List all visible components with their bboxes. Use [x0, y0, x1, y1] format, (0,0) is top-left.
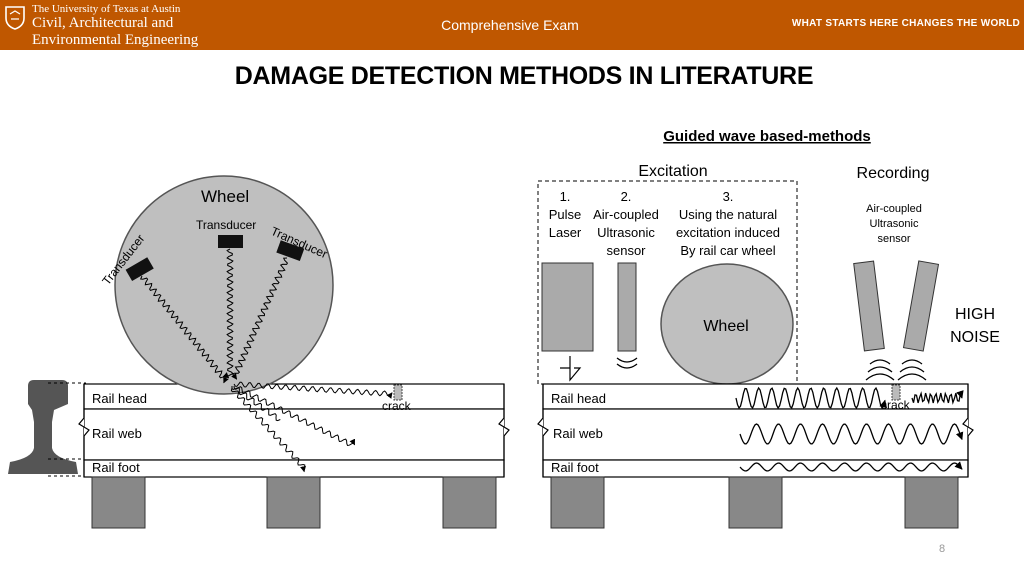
rail-web-label-right: Rail web: [553, 426, 603, 441]
method2-line2: Ultrasonic: [597, 225, 655, 240]
sensor-wave-icon: [616, 357, 638, 369]
wave-path-reflect-b: [230, 387, 306, 473]
recording-sensor-line1: Air-coupled: [866, 203, 922, 215]
slogan: WHAT STARTS HERE CHANGES THE WORLD: [791, 18, 1020, 29]
method3-line3: By rail car wheel: [680, 243, 775, 258]
method3-line1: Using the natural: [679, 207, 777, 222]
sleeper: [442, 476, 497, 529]
rail-head-band: [83, 383, 505, 410]
crack-label-right: crack: [881, 398, 911, 412]
recording-wave-icon: [865, 359, 927, 381]
wave-path-reflect-a: [233, 385, 356, 447]
transducer-center: [218, 235, 243, 248]
rail-head-label-right: Rail head: [551, 391, 606, 406]
university-name: The University of Texas at Austin: [32, 3, 181, 15]
recording-title: Recording: [857, 165, 930, 182]
method2-line1: Air-coupled: [593, 207, 659, 222]
sleeper: [904, 476, 959, 529]
crack-marker: [393, 384, 403, 401]
method1-line1: Pulse: [549, 207, 582, 222]
transducer-center-label: Transducer: [196, 218, 256, 232]
wave-path-center: [222, 248, 234, 379]
sleeper: [728, 476, 783, 529]
crack-label: crack: [382, 399, 412, 413]
recording-sensor-left: [853, 260, 885, 352]
transducer-right: [276, 240, 305, 262]
sleeper: [266, 476, 321, 529]
method2-number: 2.: [621, 189, 632, 204]
method3-number: 3.: [723, 189, 734, 204]
guided-wave-section-title: Guided wave based-methods: [663, 128, 871, 145]
high-noise-line2: NOISE: [950, 329, 1000, 346]
slide-title: DAMAGE DETECTION METHODS IN LITERATURE: [234, 62, 814, 90]
rail-foot-label: Rail foot: [92, 460, 140, 475]
rail-head-label: Rail head: [92, 391, 147, 406]
header-bar: The University of Texas at Austin Civil,…: [0, 0, 1024, 50]
high-noise-line1: HIGH: [955, 306, 995, 323]
department-name-line2: Environmental Engineering: [32, 32, 199, 48]
left-diagram: Rail head Rail web Rail foot crack Wheel…: [8, 175, 510, 529]
method1-number: 1.: [560, 189, 571, 204]
wave-path-right: [231, 257, 289, 380]
recording-sensor-line2: Ultrasonic: [870, 218, 919, 230]
ut-seal-icon: [5, 6, 25, 30]
rail-web-label: Rail web: [92, 426, 142, 441]
recording-sensor-right: [902, 260, 940, 352]
rail-foot-band: [83, 459, 505, 478]
wheel: [114, 175, 334, 395]
department-name-line1: Civil, Architectural and: [32, 15, 174, 31]
sleeper: [91, 476, 146, 529]
rail-head-noise-wave: [911, 390, 964, 405]
rail-profile-icon: [8, 380, 78, 474]
wave-path-left: [139, 275, 229, 384]
header-center-title: Comprehensive Exam: [441, 17, 579, 33]
wave-path-to-crack: [233, 381, 393, 399]
wheel-right-label: Wheel: [703, 318, 748, 335]
rail-web-wave: [739, 423, 964, 445]
rail-web-band: [83, 408, 505, 461]
page-number: 8: [938, 543, 946, 555]
recording-sensor-line3: sensor: [877, 233, 910, 245]
transducer-left: [125, 257, 154, 282]
method1-line2: Laser: [549, 225, 582, 240]
method2-line3: sensor: [606, 243, 646, 258]
right-diagram: Guided wave based-methods Excitation Rec…: [537, 128, 1000, 529]
rail-foot-label-right: Rail foot: [551, 460, 599, 475]
air-coupled-sensor: [617, 262, 637, 352]
rail-head-wave: [735, 386, 888, 410]
wave-path-reflect-c: [231, 386, 281, 422]
pulse-laser-block: [541, 262, 594, 352]
rail-foot-wave: [739, 461, 963, 472]
crack-marker-right: [891, 384, 901, 401]
excitation-title: Excitation: [638, 163, 707, 180]
wheel-label: Wheel: [201, 187, 249, 206]
method3-line2: excitation induced: [676, 225, 780, 240]
sleeper: [550, 476, 605, 529]
laser-pulse-icon: [560, 356, 582, 382]
